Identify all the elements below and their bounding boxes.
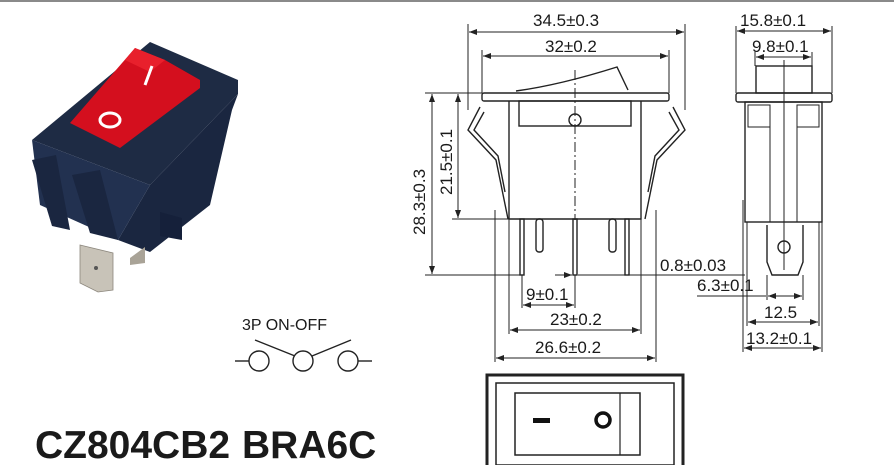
top-divider [0,0,894,2]
red-rocker [70,48,200,148]
model-number: CZ804CB2 [35,424,230,465]
front-view-drawing: 28.3±0.3 21.5±0.1 34.5±0.3 32±0.2 0.8±0.… [410,11,745,362]
off-symbol-icon [594,411,612,429]
terminal-photo [79,244,145,293]
switch-photo [32,42,238,293]
series-code: BRA6C [242,424,376,465]
dim-body-depth: 12.5 [764,303,797,322]
terminal-pins [519,218,630,276]
dim-height-overall: 28.3±0.3 [410,169,429,235]
circuit-label: 3P ON-OFF [242,317,327,334]
dim-terminal-thickness: 0.8±0.03 [660,256,726,275]
top-view-drawing [485,373,685,465]
dim-clip-depth: 13.2±0.1 [746,329,812,348]
on-mark-icon [143,65,154,86]
circuit-diagram: 3P ON-OFF [235,317,372,372]
dim-terminal-width: 6.3±0.1 [697,276,754,295]
off-mark-icon [98,111,122,129]
dim-clip-width: 26.6±0.2 [535,338,601,357]
dim-terminal-pitch: 9±0.1 [526,285,568,304]
dim-rocker-width: 9.8±0.1 [752,37,809,56]
dim-height-body: 21.5±0.1 [437,129,456,195]
dim-side-width: 15.8±0.1 [740,11,806,30]
side-view-drawing: 15.8±0.1 9.8±0.1 6.3±0.1 12.5 13.2±0.1 [697,11,833,352]
dim-body-width: 23±0.2 [550,310,602,329]
dim-width-flange: 32±0.2 [545,37,597,56]
on-symbol-icon [533,418,550,423]
dim-width-overall: 34.5±0.3 [533,11,599,30]
